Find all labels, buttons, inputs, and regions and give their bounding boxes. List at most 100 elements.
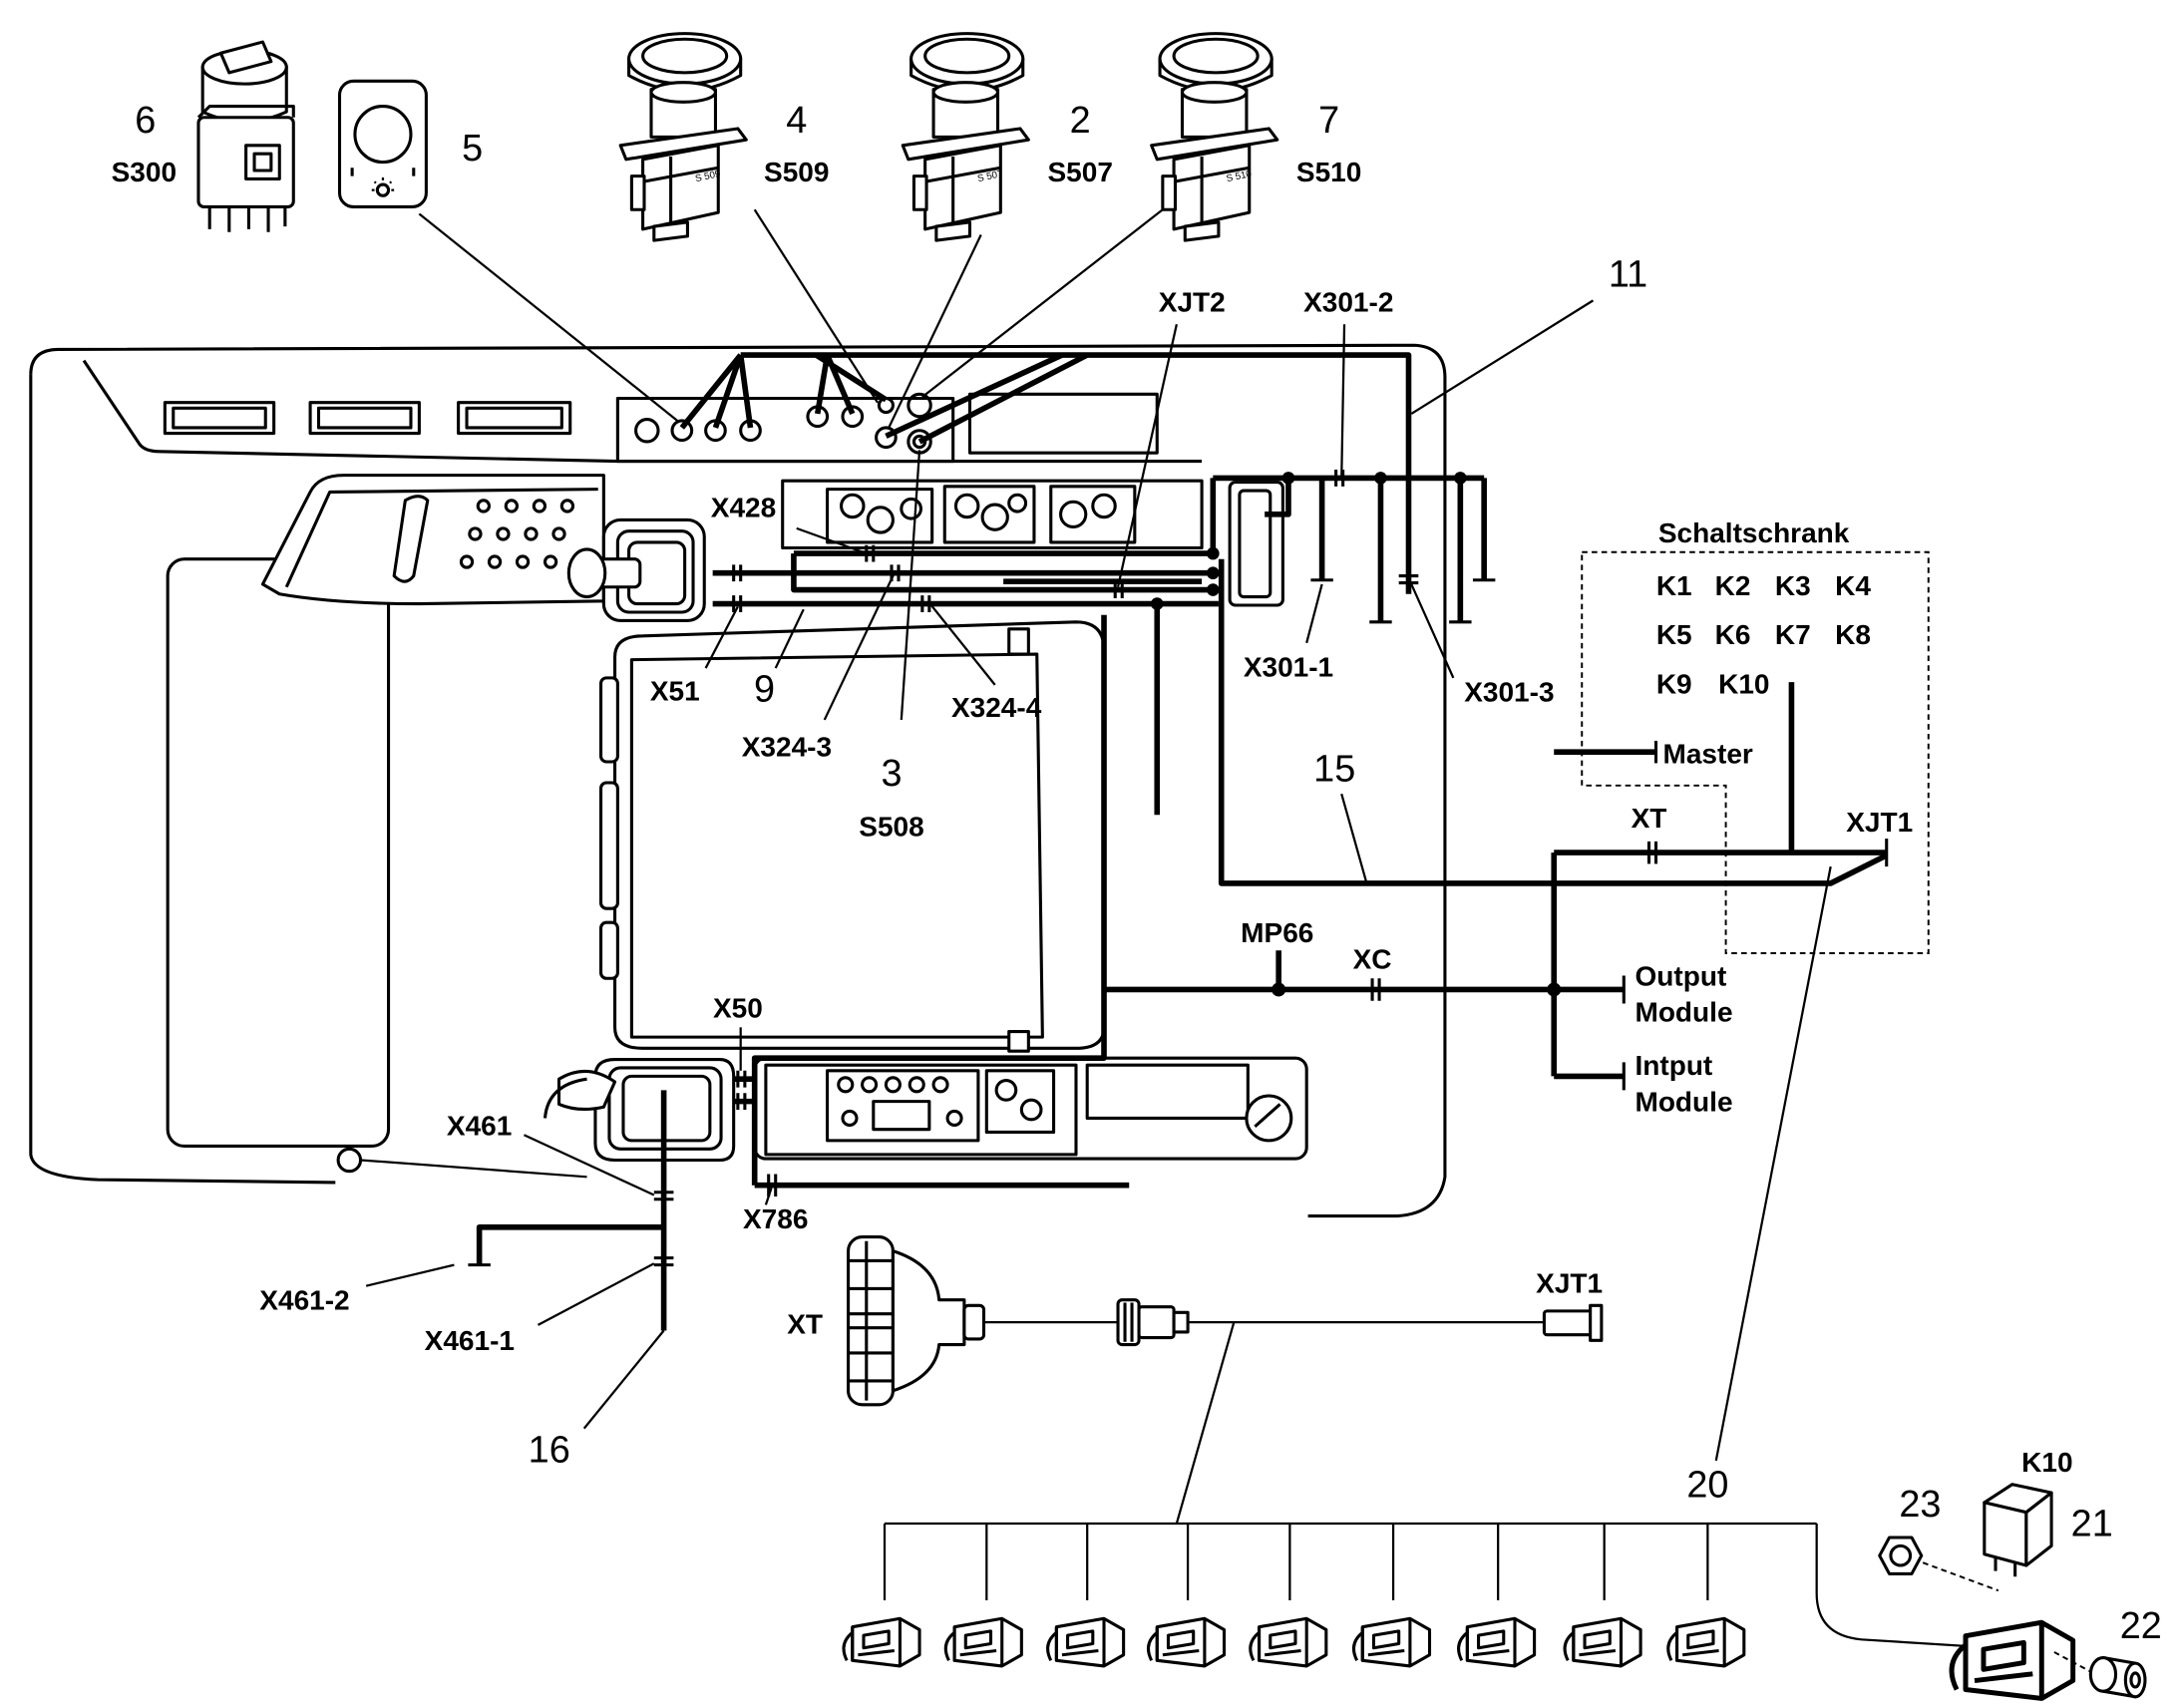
callout-22: 22 (2120, 1605, 2162, 1647)
sun-icon (371, 177, 395, 197)
relay-base-k10 (1952, 1622, 2073, 1698)
relay-base-8 (1563, 1616, 1642, 1668)
relay-label-k4: K4 (1835, 570, 1871, 601)
label-x428: X428 (711, 493, 776, 523)
relay-label-k9: K9 (1656, 668, 1692, 699)
dashboard-vents (163, 401, 572, 436)
right-armrest-console (753, 1056, 1308, 1161)
part-4-code: S509 (764, 157, 829, 187)
callout-15: 15 (1313, 749, 1355, 791)
cabinet-title: Schaltschrank (1658, 517, 1850, 548)
part-3-code: S508 (859, 811, 923, 842)
relay-base-7 (1457, 1616, 1537, 1668)
label-x51: X51 (650, 675, 700, 706)
label-k10-relay: K10 (2021, 1447, 2072, 1478)
center-gauge-panels (781, 479, 1204, 550)
label-x461-1: X461-1 (425, 1325, 515, 1356)
callout-16: 16 (529, 1429, 570, 1471)
label-master: Master (1663, 738, 1753, 769)
cable-coupling (1116, 1298, 1190, 1347)
s509-body-label: S 509 (694, 169, 721, 184)
relay-k10 (1983, 1483, 2053, 1577)
output-module-line1: Output (1635, 960, 1727, 991)
display-panel (967, 392, 1159, 455)
label-x324-4: X324-4 (951, 692, 1042, 723)
lever (336, 1147, 587, 1179)
relay-base-3 (1046, 1616, 1126, 1668)
dial-plate (337, 79, 428, 209)
relay-label-k2: K2 (1715, 570, 1751, 601)
relay-label-k10: K10 (1718, 668, 1769, 699)
relay-label-k7: K7 (1775, 619, 1811, 650)
relay-base-5 (1249, 1616, 1328, 1668)
label-x461-2: X461-2 (259, 1284, 349, 1315)
relay-label-k8: K8 (1835, 619, 1871, 650)
relay-base-9 (1666, 1616, 1746, 1668)
part-5-number: 5 (462, 128, 483, 170)
push-button-s510: S 510 (1150, 32, 1279, 242)
left-armrest-console (260, 474, 605, 606)
relay-box-x301 (1228, 481, 1284, 607)
control-cabinet-boundary (1581, 550, 1930, 955)
label-xjt1-cabinet: XJT1 (1846, 807, 1913, 838)
nut-icon (1878, 1536, 1924, 1575)
relay-base-4 (1146, 1616, 1227, 1668)
callout-20: 20 (1686, 1464, 1728, 1506)
label-x301-3: X301-3 (1464, 677, 1554, 708)
relay-label-k6: K6 (1715, 619, 1751, 650)
assembly-line-nut (1922, 1561, 1999, 1592)
x301-bus (1213, 472, 1496, 624)
xjt1-plug (1542, 1303, 1604, 1342)
label-xt-plug: XT (787, 1308, 823, 1339)
relay-base-6 (1351, 1616, 1432, 1668)
input-module-line2: Module (1635, 1086, 1733, 1117)
relay-label-k3: K3 (1775, 570, 1811, 601)
harness-cable-11 (679, 352, 1412, 594)
relay-label-k1: K1 (1656, 570, 1692, 601)
label-xjt2: XJT2 (1159, 287, 1226, 318)
relay-base-2 (943, 1616, 1023, 1668)
push-button-s509: S 509 (618, 32, 748, 242)
s510-body-label: S 510 (1226, 169, 1254, 184)
push-button-s507: S 507 (901, 32, 1030, 242)
label-x461: X461 (447, 1110, 512, 1141)
callout-9: 9 (754, 669, 775, 711)
cable-16 (468, 1090, 667, 1331)
part-6-code: S300 (112, 157, 177, 187)
callout-21: 21 (2071, 1504, 2113, 1545)
label-x301-2: X301-2 (1303, 287, 1393, 318)
label-x50: X50 (713, 993, 763, 1024)
part-2-code: S507 (1047, 157, 1112, 187)
callout-11: 11 (1609, 253, 1647, 295)
part-2-number: 2 (1070, 100, 1091, 142)
joystick-left (566, 517, 706, 622)
connector-marks (653, 470, 1889, 1267)
input-module-line1: Intput (1635, 1050, 1713, 1081)
label-mp66: MP66 (1241, 917, 1313, 948)
label-xc: XC (1353, 943, 1392, 974)
label-x786: X786 (743, 1203, 808, 1234)
output-module-line2: Module (1635, 997, 1733, 1028)
label-xjt1-plug: XJT1 (1536, 1268, 1603, 1299)
part-7-number: 7 (1318, 100, 1339, 142)
relay-label-k5: K5 (1656, 619, 1692, 650)
xt-connector (847, 1235, 986, 1407)
label-x324-3: X324-3 (742, 731, 832, 762)
relay-base-1 (842, 1616, 921, 1668)
cable-15 (1218, 558, 1888, 886)
callout-23: 23 (1899, 1484, 1941, 1526)
part-6-number: 6 (135, 100, 156, 142)
screw-icon (2053, 1651, 2147, 1699)
joystick-right (543, 1058, 736, 1163)
relay-harness-20 (883, 1321, 1974, 1648)
leader-lines (365, 208, 1832, 1462)
part-7-code: S510 (1296, 157, 1361, 187)
operator-seat (599, 620, 1106, 1053)
s507-body-label: S 507 (976, 169, 1003, 184)
selector-switch-s300 (196, 40, 295, 232)
cable-modules (1104, 682, 1887, 1080)
part-4-number: 4 (786, 100, 807, 142)
label-x301-1: X301-1 (1244, 651, 1333, 682)
label-xt-cabinet: XT (1632, 803, 1667, 834)
